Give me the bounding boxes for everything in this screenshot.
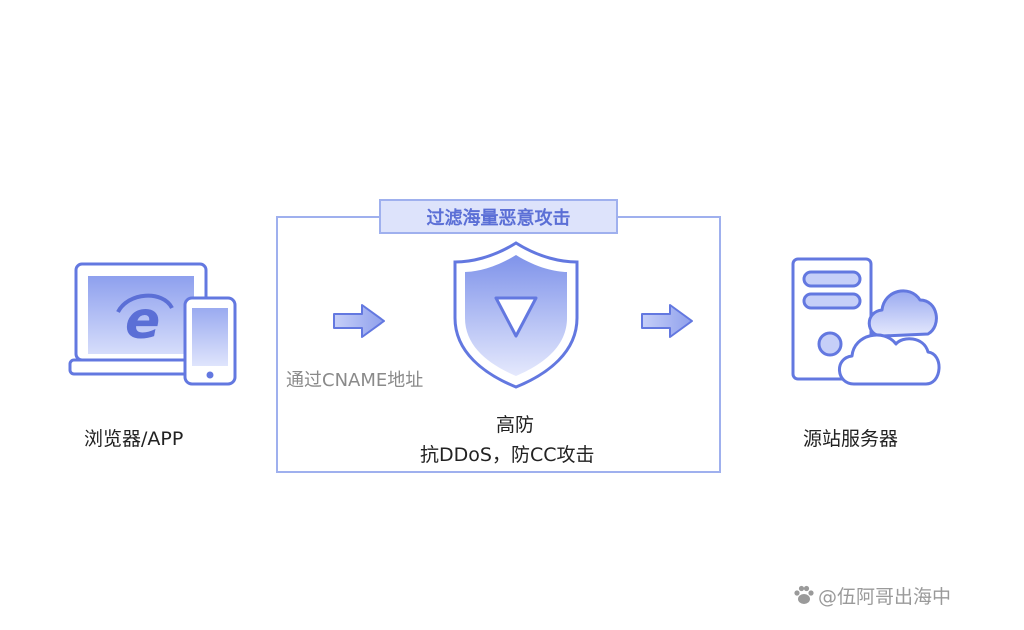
client-device-icon: e (68, 262, 238, 387)
server-cloud-icon (790, 256, 941, 388)
paw-icon (793, 584, 815, 606)
server-label: 源站服务器 (803, 428, 899, 450)
watermark-text: @伍阿哥出海中 (818, 586, 952, 608)
shield-icon (452, 240, 580, 390)
arrow-right-icon (640, 303, 694, 339)
filter-banner: 过滤海量恶意攻击 (379, 199, 618, 234)
cname-label: 通过CNAME地址 (286, 370, 424, 391)
client-label: 浏览器/APP (84, 428, 184, 450)
anti-ddos-subtitle: 抗DDoS，防CC攻击 (420, 444, 595, 466)
anti-ddos-title: 高防 (496, 414, 535, 436)
arrow-right-icon (332, 303, 386, 339)
